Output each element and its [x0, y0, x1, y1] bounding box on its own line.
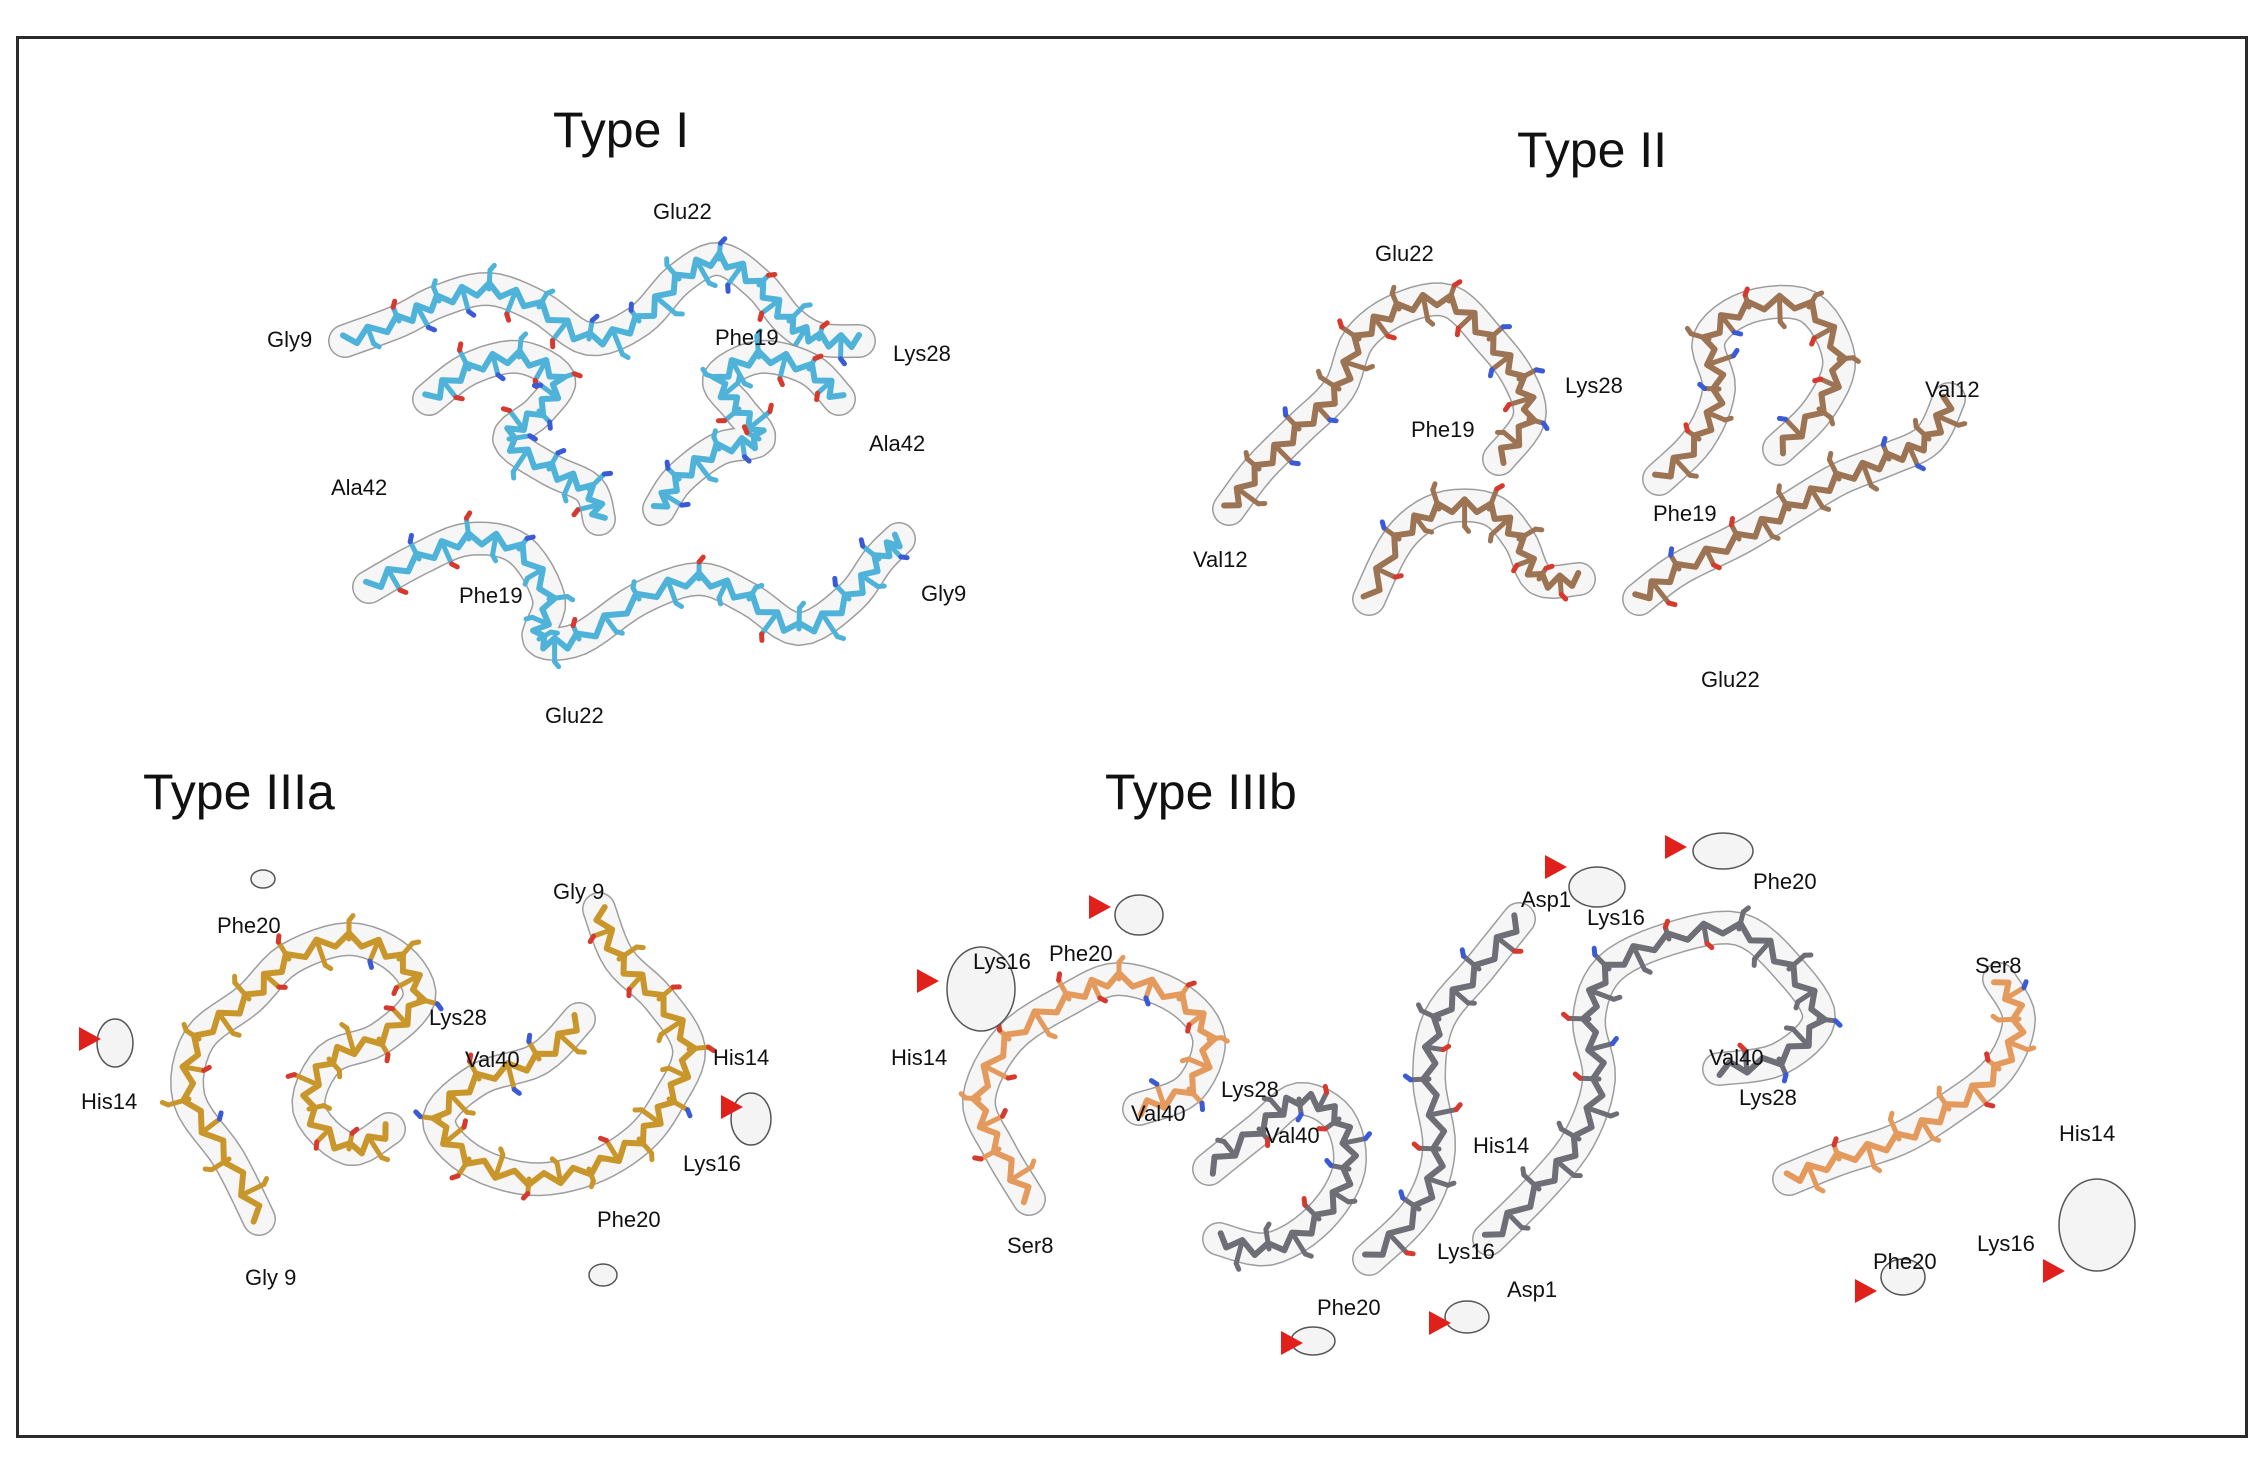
type-ii-chain-4 [1622, 382, 1968, 616]
type-iiia-label-phe20-top: Phe20 [217, 913, 281, 938]
type-iiia-label-his14-right: His14 [713, 1045, 770, 1070]
type-iiia-label-lys28: Lys28 [429, 1005, 487, 1030]
type-iiia-chain-1 [159, 913, 444, 1236]
arrowhead-marker [917, 969, 939, 993]
density-blob [946, 946, 1016, 1032]
type-iiib-label-ser8-right: Ser8 [1975, 953, 2022, 978]
type-i-label-gly9-right: Gly9 [921, 581, 967, 606]
type-i-chain-4 [352, 510, 916, 670]
figure-frame: Type I Glu22 Gly9 Phe19 Lys28 Ala42 Ala4… [16, 36, 2248, 1438]
type-iiib-chain-2 [1192, 1082, 1372, 1272]
type-i-chain-2 [412, 331, 616, 536]
arrowhead-marker [1665, 835, 1687, 859]
density-blob [2058, 1178, 2136, 1272]
type-iiia-structure [159, 892, 717, 1236]
type-iiib-label-val40-left: Val40 [1131, 1101, 1186, 1126]
arrowhead-marker [1545, 855, 1567, 879]
type-iiia-title: Type IIIa [143, 764, 335, 820]
density-blob [1568, 866, 1626, 908]
density-blob [1692, 832, 1754, 870]
density-blob [250, 869, 276, 889]
type-i-title: Type I [553, 102, 690, 158]
arrowhead-marker [1089, 895, 1111, 919]
type-iiib-chain-1 [958, 954, 1230, 1216]
type-iiib-label-phe20-right: Phe20 [1873, 1249, 1937, 1274]
arrowhead-marker [2043, 1259, 2065, 1283]
structure-art [79, 236, 2136, 1356]
type-iiib-label-asp1-top: Asp1 [1521, 887, 1572, 912]
type-i-chain-1 [328, 236, 876, 367]
type-ii-title: Type II [1517, 122, 1668, 178]
type-iiib-label-lys16-mid: Lys16 [1437, 1239, 1495, 1264]
type-iiib-chain-4 [1472, 905, 1843, 1256]
type-iiib-label-his14-left: His14 [891, 1045, 948, 1070]
type-i-label-ala42-right: Ala42 [869, 431, 926, 456]
type-iiia-chain-2 [413, 892, 717, 1201]
type-ii-label-glu22-top: Glu22 [1375, 241, 1434, 266]
type-iiia-label-gly9-bottom: Gly 9 [245, 1265, 297, 1290]
type-iiib-title: Type IIIb [1105, 764, 1297, 820]
arrowhead-marker [1429, 1311, 1451, 1335]
type-ii-label-phe19-left: Phe19 [1411, 417, 1475, 442]
type-i-label-lys28: Lys28 [893, 341, 951, 366]
type-iiib-label-his14-mid: His14 [1473, 1133, 1530, 1158]
type-iiib-label-phe20-left: Phe20 [1049, 941, 1113, 966]
type-iiib-label-val40-mid: Val40 [1265, 1123, 1320, 1148]
type-iiib-label-lys28-right: Lys28 [1739, 1085, 1797, 1110]
type-iiib-label-lys28-left: Lys28 [1221, 1077, 1279, 1102]
type-ii-structure [1212, 279, 1968, 616]
type-iiib-chain-3 [1352, 902, 1536, 1276]
arrowhead-marker [721, 1095, 743, 1119]
type-iiib-label-phe20-bottom: Phe20 [1317, 1295, 1381, 1320]
type-i-label-glu22-bottom: Glu22 [545, 703, 604, 728]
type-iiib-label-val40-right: Val40 [1709, 1045, 1764, 1070]
type-iiia-label-phe20-bottom: Phe20 [597, 1207, 661, 1232]
type-i-label-ala42-left: Ala42 [331, 475, 388, 500]
type-iiib-label-lys16-top-mid: Lys16 [1587, 905, 1645, 930]
arrowhead-marker [1855, 1279, 1877, 1303]
density-blob [730, 1092, 772, 1146]
type-ii-label-glu22-bottom: Glu22 [1701, 667, 1760, 692]
type-iiib-label-ser8-left: Ser8 [1007, 1233, 1054, 1258]
type-iiib-structure [958, 902, 2037, 1276]
density-blob [588, 1263, 618, 1287]
type-ii-chain-3 [1642, 284, 1861, 496]
type-iiib-chain-5 [1772, 962, 2037, 1196]
type-ii-chain-2 [1352, 481, 1596, 616]
type-iiib-label-asp1-bottom: Asp1 [1507, 1277, 1558, 1302]
type-i-chain-3 [642, 328, 856, 526]
arrowhead-marker [1281, 1331, 1303, 1355]
density-markers [79, 832, 2136, 1356]
type-ii-label-val12-right: Val12 [1925, 377, 1980, 402]
type-iiia-label-his14-left: His14 [81, 1089, 138, 1114]
density-blob [1444, 1300, 1490, 1334]
type-iiib-label-phe20-top-right: Phe20 [1753, 869, 1817, 894]
type-iiia-label-val40: Val40 [465, 1047, 520, 1072]
type-i-label-phe19-lower: Phe19 [459, 583, 523, 608]
type-iiib-label-lys16-right: Lys16 [1977, 1231, 2035, 1256]
type-ii-label-lys28: Lys28 [1565, 373, 1623, 398]
type-i-structure [328, 236, 916, 670]
type-i-label-phe19-upper: Phe19 [715, 325, 779, 350]
type-iiia-label-lys16: Lys16 [683, 1151, 741, 1176]
type-ii-chain-1 [1212, 279, 1550, 526]
type-i-label-glu22-top: Glu22 [653, 199, 712, 224]
type-iiib-label-his14-right: His14 [2059, 1121, 2116, 1146]
type-iiia-label-gly9-top: Gly 9 [553, 879, 605, 904]
type-i-label-gly9-left: Gly9 [267, 327, 313, 352]
density-blob [1114, 894, 1164, 936]
density-blob [1880, 1258, 1926, 1296]
density-blob [96, 1018, 134, 1068]
arrowhead-marker [79, 1027, 101, 1051]
type-ii-label-phe19-right: Phe19 [1653, 501, 1717, 526]
type-ii-label-val12-left: Val12 [1193, 547, 1248, 572]
type-iiib-label-lys16-left: Lys16 [973, 949, 1031, 974]
